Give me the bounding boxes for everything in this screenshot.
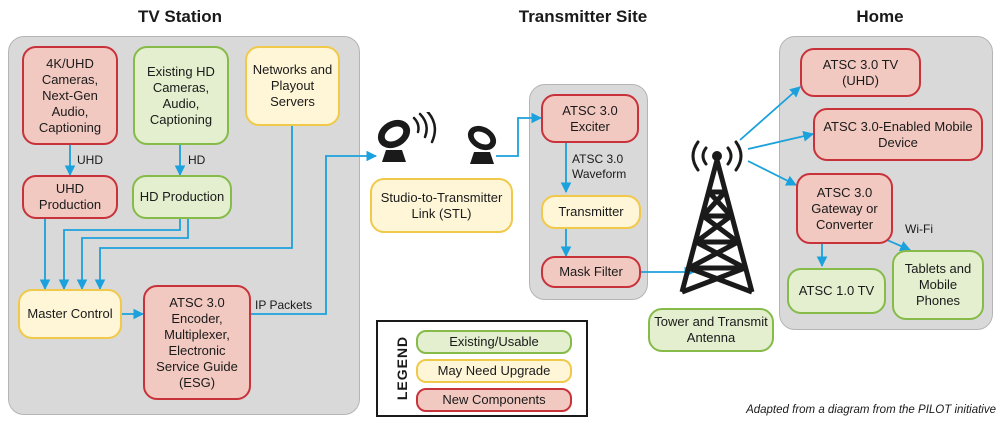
- atsc3-tv-node: ATSC 3.0 TV (UHD): [800, 48, 921, 97]
- legend-title: LEGEND: [394, 335, 411, 401]
- transmitter-node: Transmitter: [541, 195, 641, 229]
- satellite-dish-icon: [467, 125, 497, 164]
- arrow-stl-to-exciter: [496, 112, 543, 157]
- uhd-production-node: UHD Production: [22, 175, 118, 219]
- waveform-edge-label: ATSC 3.0 Waveform: [572, 152, 627, 181]
- tower-antenna-node: Tower and Transmit Antenna: [648, 308, 774, 352]
- wifi-edge-label: Wi-Fi: [905, 222, 933, 236]
- networks-playout-node: Networks and Playout Servers: [245, 46, 340, 126]
- master-control-node: Master Control: [18, 289, 122, 339]
- arrow-hd-production-to-master-a: [58, 219, 181, 291]
- stl-node: Studio-to-Transmitter Link (STL): [370, 178, 513, 233]
- encoder-node: ATSC 3.0 Encoder, Multiplexer, Electroni…: [143, 285, 251, 400]
- transmitter-site-title: Transmitter Site: [518, 7, 648, 26]
- uhd-cameras-node: 4K/UHD Cameras, Next-Gen Audio, Captioni…: [22, 46, 118, 145]
- legend-upgrade: May Need Upgrade: [416, 359, 572, 383]
- hd-edge-label: HD: [188, 153, 206, 167]
- arrow-tower-to-atsc3-tv: [739, 86, 801, 141]
- exciter-node: ATSC 3.0 Exciter: [541, 94, 639, 143]
- hd-production-node: HD Production: [132, 175, 232, 219]
- home-title: Home: [856, 7, 904, 26]
- arrow-hd-production-to-master-b: [76, 219, 189, 291]
- arrow-tower-to-mobile: [747, 130, 815, 150]
- arrow-tower-to-gateway: [747, 160, 797, 186]
- tv-station-title: TV Station: [137, 7, 223, 26]
- tablets-phones-node: Tablets and Mobile Phones: [892, 250, 984, 320]
- satellite-dish-icon: [377, 112, 437, 162]
- legend-existing: Existing/Usable: [416, 330, 572, 354]
- broadcast-tower-icon: [679, 140, 755, 295]
- mask-filter-node: Mask Filter: [541, 256, 641, 288]
- legend: LEGEND Existing/Usable May Need Upgrade …: [376, 320, 588, 417]
- ip-packets-edge-label: IP Packets: [255, 298, 313, 312]
- gateway-node: ATSC 3.0 Gateway or Converter: [796, 173, 893, 244]
- hd-cameras-node: Existing HD Cameras, Audio, Captioning: [133, 46, 229, 145]
- legend-new: New Components: [416, 388, 572, 412]
- uhd-edge-label: UHD: [77, 153, 103, 167]
- atsc1-tv-node: ATSC 1.0 TV: [787, 268, 886, 314]
- source-credit: Adapted from a diagram from the PILOT in…: [746, 404, 996, 416]
- arrow-encoder-to-stl: [251, 150, 378, 315]
- arrow-networks-to-master: [94, 126, 293, 291]
- mobile-device-node: ATSC 3.0-Enabled Mobile Device: [813, 108, 983, 161]
